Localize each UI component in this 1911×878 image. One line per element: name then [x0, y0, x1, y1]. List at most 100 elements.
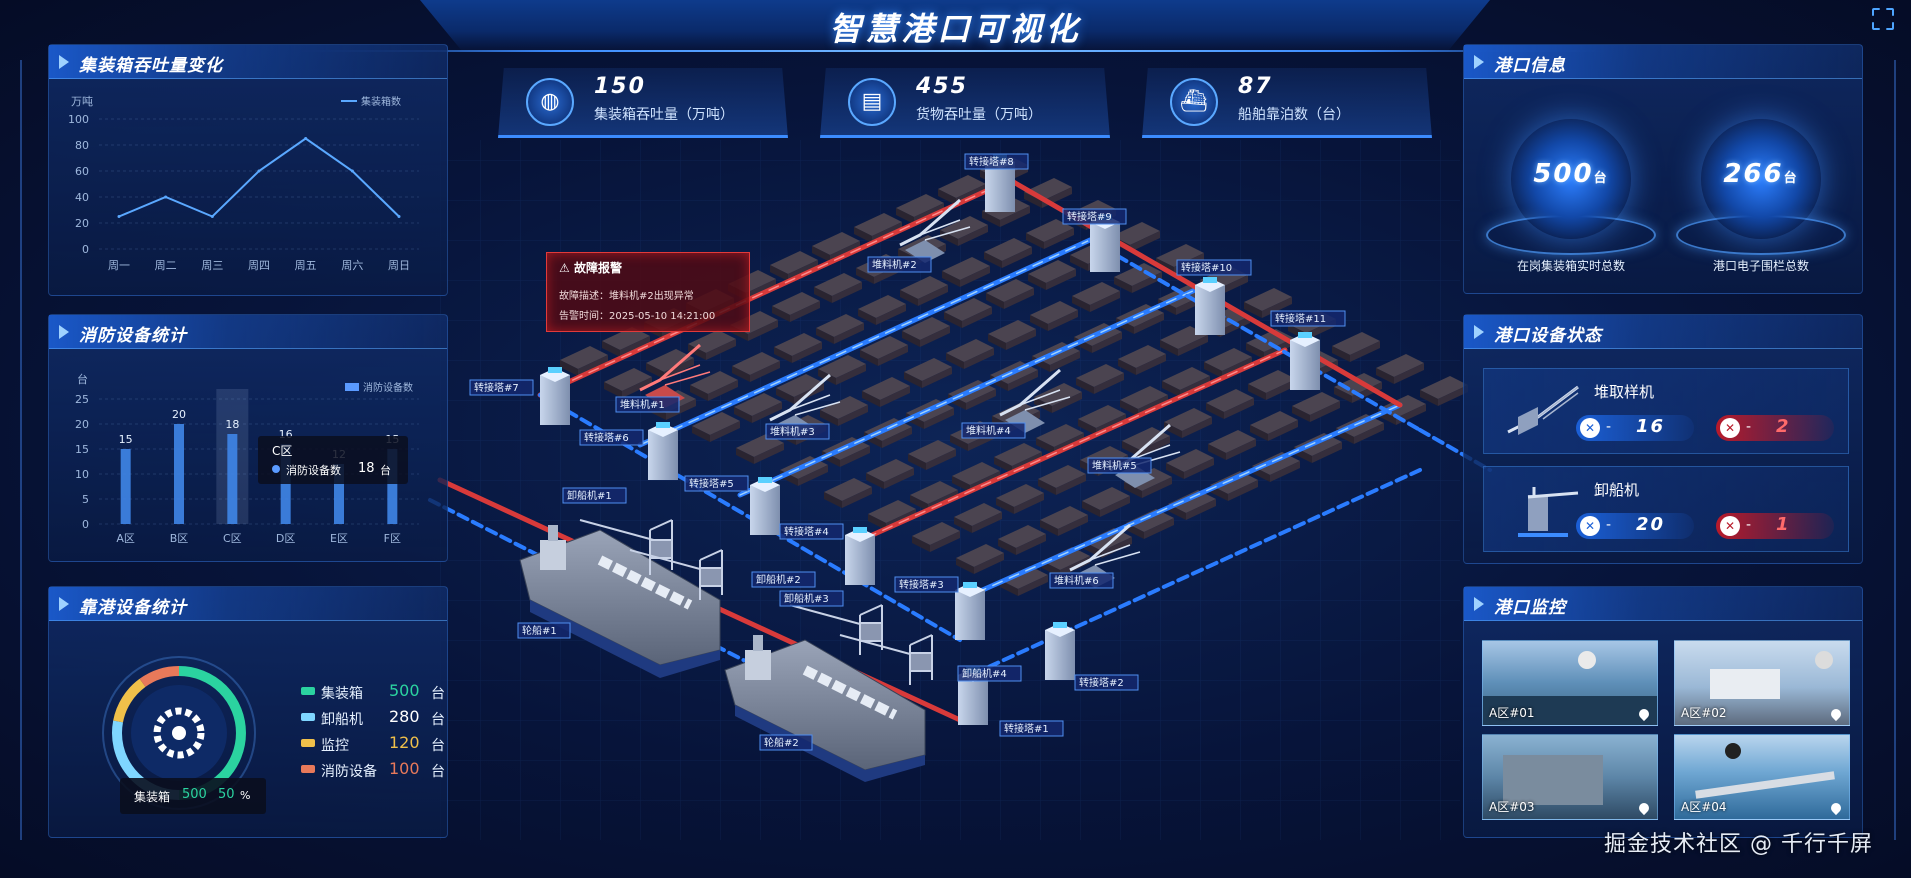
x-tick-label: A区	[116, 532, 135, 545]
stockpile-top	[1076, 364, 1124, 387]
panel-title: 港口信息	[1494, 56, 1566, 76]
stockpile-top	[1028, 260, 1076, 283]
stockpile-side	[1270, 461, 1300, 482]
x-tick-label: 周三	[201, 259, 223, 272]
stockpile-top	[772, 292, 820, 315]
chevron-right-icon	[1474, 597, 1484, 611]
stockpile-side	[1266, 379, 1296, 400]
tooltip-name: 集装箱	[134, 790, 171, 804]
stockpile-side	[602, 341, 620, 357]
ships	[519, 525, 926, 782]
transfer-tower	[1090, 222, 1120, 272]
transfer-tower	[955, 590, 985, 640]
stockpile-top	[1038, 465, 1086, 488]
unloader-2[interactable]	[629, 549, 723, 600]
x-tick-label: E区	[330, 532, 348, 545]
ship-1[interactable]	[519, 525, 721, 678]
gauge-unit: 台	[1593, 171, 1609, 186]
equipment-card-stacker[interactable]: 堆取样机 ✕ - 16 ✕ - 2	[1483, 368, 1849, 454]
transfer-tower	[845, 535, 875, 585]
legend-name: 监控	[321, 738, 349, 754]
stockpile-side	[854, 227, 872, 243]
stacker-label-bg	[1087, 457, 1152, 474]
stockpile-top	[1166, 449, 1214, 472]
throughput-line-chart[interactable]: 万吨100806040200周一周二周三周四周五周六周日集装箱数	[49, 79, 449, 297]
stockpile-side	[1312, 442, 1342, 463]
transfer-tower	[540, 375, 570, 425]
wrench-icon: ✕	[1720, 516, 1740, 536]
stockpile-top	[820, 396, 868, 419]
stockpile-top	[1034, 383, 1082, 406]
stockpile-top	[1082, 487, 1130, 510]
tooltip-unit: 台	[380, 464, 391, 477]
stockpile-top	[868, 500, 916, 523]
data-point	[304, 137, 308, 140]
stacker-label: 堆料机#2	[872, 258, 917, 271]
stockpile-side	[1124, 482, 1142, 498]
tower-label-bg	[1176, 259, 1252, 276]
stockpile-side	[688, 344, 706, 360]
stockpile-side	[734, 407, 752, 423]
stockpile-top	[944, 298, 992, 321]
stockpile-side	[1130, 231, 1160, 252]
data-point	[117, 215, 121, 218]
stockpile-side	[904, 372, 922, 388]
pill-dash: -	[1606, 419, 1612, 435]
stockpile-top	[938, 175, 986, 198]
stockpile-side	[1166, 463, 1184, 479]
y-tick-label: 100	[68, 113, 89, 126]
stockpile-side	[1438, 385, 1468, 406]
unloader-4[interactable]	[839, 634, 933, 685]
y-tick-label: 0	[82, 518, 89, 531]
stockpile-side	[1052, 392, 1082, 413]
fire-bar-chart[interactable]: 台252015105015A区20B区18C区16D区12E区15F区消防设备数	[49, 349, 449, 563]
camera-feed-a03[interactable]: A区#03	[1482, 734, 1658, 820]
gauge-orb	[1701, 119, 1821, 239]
stockpile-side	[1218, 275, 1248, 296]
stockpile-side	[1208, 444, 1226, 460]
chevron-right-icon	[59, 55, 69, 69]
stat-cargo-throughput: ▤ 455 货物吞吐量（万吨）	[820, 68, 1110, 138]
bar	[280, 444, 291, 524]
camera-feed-a01[interactable]: A区#01	[1482, 640, 1658, 726]
camera-feed-a04[interactable]: A区#04	[1674, 734, 1850, 820]
unloader-3[interactable]	[789, 604, 883, 655]
stockpile-top	[1126, 509, 1174, 532]
globe-icon: ◍	[526, 78, 574, 126]
stockpile-top	[770, 251, 818, 274]
stockpile-side	[748, 320, 778, 341]
berth-ring-chart[interactable]	[69, 633, 299, 833]
tower-label: 转接塔#2	[1079, 676, 1124, 689]
unloader-1[interactable]	[579, 519, 673, 575]
stockpile-top	[988, 320, 1036, 343]
stockpile-side	[690, 385, 708, 401]
stockpile-top	[992, 402, 1040, 425]
tower-label: 转接塔#8	[969, 155, 1014, 168]
stockpile-side	[1248, 384, 1266, 400]
tower-light	[548, 367, 562, 373]
tower-top	[1195, 278, 1225, 292]
equipment-card-unloader[interactable]: 卸船机 ✕ - 20 ✕ - 1	[1483, 466, 1849, 552]
stockpile-top	[1072, 282, 1120, 305]
y-tick-label: 5	[82, 493, 89, 506]
stockpile-side	[926, 449, 956, 470]
panel-header: 集装箱吞吐量变化	[49, 45, 447, 79]
alarm-desc: 故障描述：堆料机#2出现异常	[559, 291, 694, 302]
wrench-icon: ✕	[1720, 418, 1740, 438]
transfer-tower	[958, 675, 988, 725]
port-info-panel: 港口信息 500台 在岗集装箱实时总数 266台 港口电子围栏总数	[1463, 44, 1863, 294]
ship-2[interactable]	[724, 635, 926, 782]
stockpile-top	[858, 295, 906, 318]
camera-feed-a02[interactable]: A区#02	[1674, 640, 1850, 726]
stockpile-side	[1056, 474, 1086, 495]
stockpile-side	[798, 465, 828, 486]
cam-pier	[1695, 771, 1835, 799]
legend-unit: 台	[431, 686, 445, 702]
fault-alarm-card[interactable]: ⚠ 故障报警 故障描述：堆料机#2出现异常 告警时间：2025-05-10 14…	[546, 252, 750, 332]
stockpile-side	[1004, 288, 1034, 309]
stockpile-top	[732, 352, 780, 375]
stockpile-side	[912, 536, 930, 552]
legend-name: 消防设备	[321, 764, 377, 780]
legend-value: 120	[389, 733, 420, 752]
stockpile-top	[604, 368, 652, 391]
